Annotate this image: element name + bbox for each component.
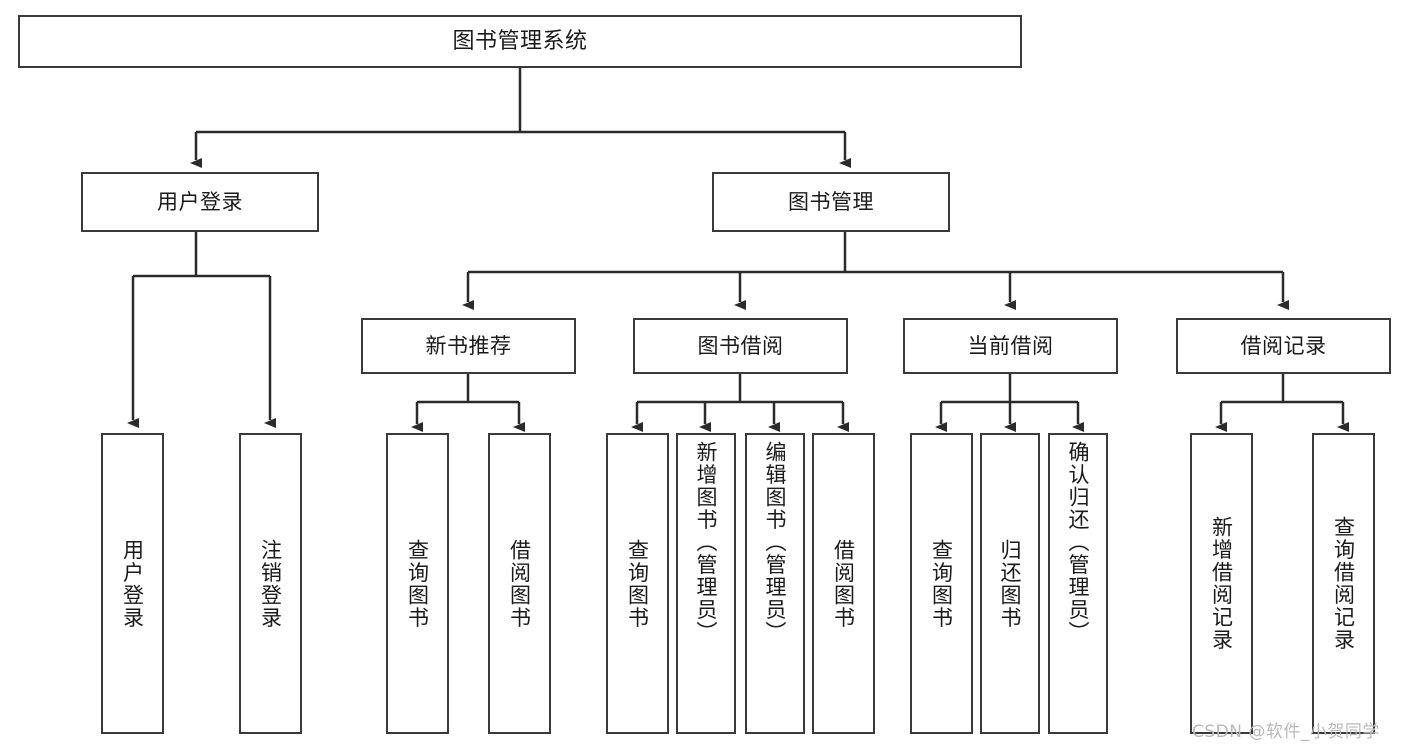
- node-current-borrow[interactable]: 当前借阅: [903, 318, 1118, 374]
- node-label: 查询图书: [929, 538, 954, 629]
- node-root-system[interactable]: 图书管理系统: [18, 15, 1022, 68]
- node-label: 借阅图书: [831, 538, 856, 629]
- leaf-query-book-current[interactable]: 查询图书: [910, 433, 973, 734]
- leaf-query-book-borrow[interactable]: 查询图书: [606, 433, 669, 734]
- node-label: 归还图书: [998, 538, 1023, 629]
- leaf-borrow-book[interactable]: 借阅图书: [812, 433, 875, 734]
- leaf-edit-book-admin[interactable]: 编辑图书（管理员）: [745, 433, 805, 734]
- leaf-add-book-admin[interactable]: 新增图书（管理员）: [676, 433, 736, 734]
- node-label: 新书推荐: [425, 333, 512, 358]
- leaf-borrow-book-new[interactable]: 借阅图书: [488, 433, 551, 734]
- node-label: 借阅记录: [1240, 333, 1327, 358]
- node-borrow-record[interactable]: 借阅记录: [1176, 318, 1391, 374]
- node-label: 当前借阅: [967, 333, 1054, 358]
- leaf-return-book[interactable]: 归还图书: [980, 433, 1040, 734]
- node-book-management[interactable]: 图书管理: [712, 172, 950, 232]
- leaf-confirm-return-admin[interactable]: 确认归还（管理员）: [1048, 433, 1108, 734]
- node-label: 图书管理: [788, 189, 874, 214]
- node-label: 用户登录: [157, 189, 243, 214]
- node-label: 确认归还（管理员）: [1066, 441, 1091, 644]
- node-label: 查询借阅记录: [1331, 516, 1356, 651]
- node-label: 注销登录: [258, 538, 283, 629]
- leaf-add-borrow-record[interactable]: 新增借阅记录: [1190, 433, 1253, 734]
- node-label: 借阅图书: [507, 538, 532, 629]
- node-label: 图书借阅: [697, 333, 784, 358]
- leaf-logout[interactable]: 注销登录: [239, 433, 302, 734]
- leaf-user-login[interactable]: 用户登录: [101, 433, 164, 734]
- node-label: 新增图书（管理员）: [694, 441, 719, 644]
- node-user-login[interactable]: 用户登录: [81, 172, 319, 232]
- node-label: 图书管理系统: [452, 28, 588, 54]
- csdn-watermark: CSDN @软件_小贺同学: [1192, 722, 1380, 742]
- node-label: 新增借阅记录: [1209, 516, 1234, 651]
- node-book-borrow[interactable]: 图书借阅: [633, 318, 848, 374]
- node-label: 编辑图书（管理员）: [763, 441, 788, 644]
- node-label: 查询图书: [405, 538, 430, 629]
- node-new-book-recommend[interactable]: 新书推荐: [361, 318, 576, 374]
- node-label: 查询图书: [625, 538, 650, 629]
- leaf-query-borrow-record[interactable]: 查询借阅记录: [1312, 433, 1375, 734]
- node-label: 用户登录: [120, 538, 145, 629]
- leaf-query-book-new[interactable]: 查询图书: [386, 433, 449, 734]
